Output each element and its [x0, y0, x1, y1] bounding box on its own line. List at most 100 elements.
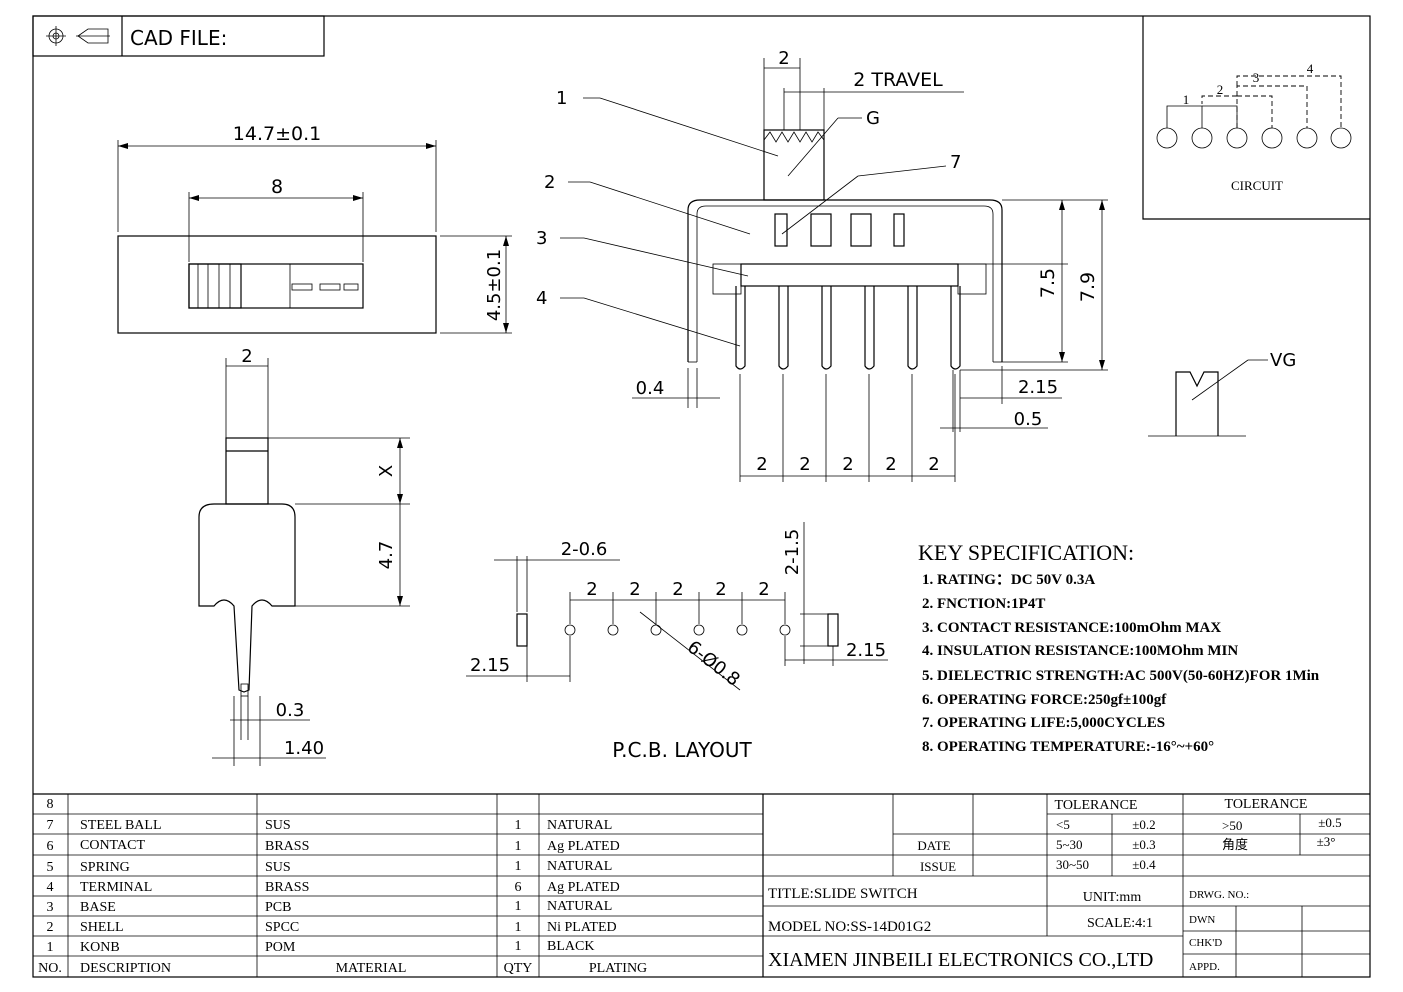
pcb-slot-dim: 2-0.6	[561, 539, 608, 560]
approved-by-label: APPD.	[1189, 961, 1220, 973]
issue-label: ISSUE	[920, 859, 956, 874]
key-specification: KEY SPECIFICATION: 1. RATING：DC 50V 0.3A…	[918, 540, 1320, 755]
tolerance-value: ±0.5	[1318, 815, 1341, 830]
circuit-number: 1	[1183, 92, 1190, 107]
bom-description: SHELL	[80, 920, 124, 935]
bom-qty: 1	[515, 839, 522, 854]
bom-header-material: MATERIAL	[336, 961, 407, 976]
spec-item: 7. OPERATING LIFE:5,000CYCLES	[922, 715, 1165, 731]
lead-dimension: 1.40	[284, 738, 324, 759]
unit-label: UNIT:mm	[1083, 890, 1142, 905]
bom-no: 4	[47, 880, 54, 895]
model-number: MODEL NO:SS-14D01G2	[768, 919, 931, 935]
sheet-border	[32, 15, 1371, 978]
pcb-title: P.C.B. LAYOUT	[612, 738, 752, 762]
callout-7: 7	[950, 152, 961, 173]
spec-item: 2. FNCTION:1P4T	[922, 596, 1045, 612]
projection-symbol-icon	[46, 26, 110, 46]
bom-plating: BLACK	[547, 939, 594, 954]
tolerance-value: ±0.3	[1132, 837, 1155, 852]
callout-3: 3	[536, 228, 547, 249]
bom-qty: 1	[515, 939, 522, 954]
vg-label: VG	[1270, 350, 1296, 371]
tolerance-range: <5	[1056, 817, 1070, 832]
pcb-pitch: 2	[672, 579, 683, 600]
spec-title: KEY SPECIFICATION:	[918, 540, 1134, 565]
height-79: 7.9	[1077, 272, 1099, 302]
x-dimension: X	[376, 465, 397, 477]
bom-material: SPCC	[265, 920, 299, 935]
spec-item: 6. OPERATING FORCE:250gf±100gf	[922, 692, 1167, 708]
tolerance-value: ±0.2	[1132, 817, 1155, 832]
circuit-box: 1 2 3 4 CIRCUIT	[1142, 16, 1370, 220]
bom-plating: Ag PLATED	[547, 839, 620, 854]
scale-label: SCALE:4:1	[1087, 916, 1153, 931]
g-label: G	[866, 108, 880, 129]
spec-item: 3. CONTACT RESISTANCE:100mOhm MAX	[922, 620, 1221, 636]
pin-dimension: 0.3	[276, 700, 305, 721]
bom-no: 2	[47, 920, 54, 935]
bom-material: SUS	[265, 818, 291, 833]
bom-description: CONTACT	[80, 838, 145, 853]
pcb-pitch: 2	[758, 579, 769, 600]
tolerance-value: ±3°	[1317, 834, 1336, 849]
circuit-title: CIRCUIT	[1231, 178, 1283, 193]
bom-header-no: NO.	[38, 961, 62, 976]
callout-1: 1	[556, 88, 567, 109]
tolerance-header: TOLERANCE	[1225, 797, 1308, 812]
drawing-title: TITLE:SLIDE SWITCH	[768, 886, 918, 902]
leg-dimension: 0.4	[636, 378, 665, 399]
height-dimension: 4.5±0.1	[484, 249, 505, 321]
pcb-slot-length: 2-1.5	[782, 529, 803, 576]
checked-by-label: CHK'D	[1189, 937, 1222, 949]
bom-material: BRASS	[265, 839, 309, 854]
bom-header-description: DESCRIPTION	[80, 961, 171, 976]
tolerance-range: 5~30	[1056, 837, 1083, 852]
pcb-layout: 2-0.6 2 2 2 2 2 2-1.5 2.15 2.15 6-Ø0.8 P…	[466, 522, 888, 762]
bom-qty: 1	[515, 920, 522, 935]
bom-plating: NATURAL	[547, 899, 612, 914]
bom-plating: NATURAL	[547, 859, 612, 874]
circuit-number: 3	[1253, 70, 1260, 85]
bom-material: POM	[265, 940, 296, 955]
header-box: CAD FILE:	[32, 15, 325, 57]
bom-material: SUS	[265, 860, 291, 875]
tolerance-range: >50	[1222, 818, 1242, 833]
knob-dimension: 2	[778, 48, 789, 69]
bom-qty: 1	[515, 818, 522, 833]
bom-plating: Ni PLATED	[547, 920, 617, 935]
side-view: 2 X 4.7 0.3 1.40	[198, 346, 410, 766]
slot-dimension: 8	[271, 176, 283, 198]
bom-description: SPRING	[80, 860, 130, 875]
cad-file-label: CAD FILE:	[130, 26, 227, 50]
bom-table: 8 7 STEEL BALL SUS 1 NATURAL 6 CONTACT B…	[33, 793, 1370, 977]
bom-no: 1	[47, 940, 54, 955]
bom-no: 8	[47, 797, 54, 812]
pcb-pitch: 2	[586, 579, 597, 600]
top-view: 14.7±0.1 8 4.5±0.1	[117, 123, 512, 334]
tolerance-value: ±0.4	[1132, 857, 1156, 872]
tolerance-range: 30~50	[1056, 857, 1089, 872]
bom-qty: 6	[515, 880, 522, 895]
pcb-left-dim: 2.15	[470, 655, 510, 676]
travel-dimension: 2 TRAVEL	[853, 69, 943, 91]
pcb-pitch: 2	[715, 579, 726, 600]
title-block: TOLERANCE TOLERANCE <5 ±0.2 5~30 ±0.3 30…	[763, 794, 1370, 977]
callout-2: 2	[544, 172, 555, 193]
tolerance-header: TOLERANCE	[1055, 798, 1138, 813]
pitch-dim: 2	[885, 454, 896, 475]
pcb-right-dim: 2.15	[846, 640, 886, 661]
pcb-pitch: 2	[629, 579, 640, 600]
bom-material: BRASS	[265, 880, 309, 895]
date-label: DATE	[917, 838, 950, 853]
bom-description: STEEL BALL	[80, 818, 162, 833]
bom-no: 5	[47, 860, 54, 875]
pitch-dim: 2	[799, 454, 810, 475]
bom-material: PCB	[265, 900, 291, 915]
dim-05: 0.5	[1014, 409, 1043, 430]
width-dimension: 14.7±0.1	[233, 123, 321, 145]
pitch-dim: 2	[756, 454, 767, 475]
circuit-number: 2	[1217, 82, 1224, 97]
drawing-number-label: DRWG. NO.:	[1189, 889, 1249, 901]
